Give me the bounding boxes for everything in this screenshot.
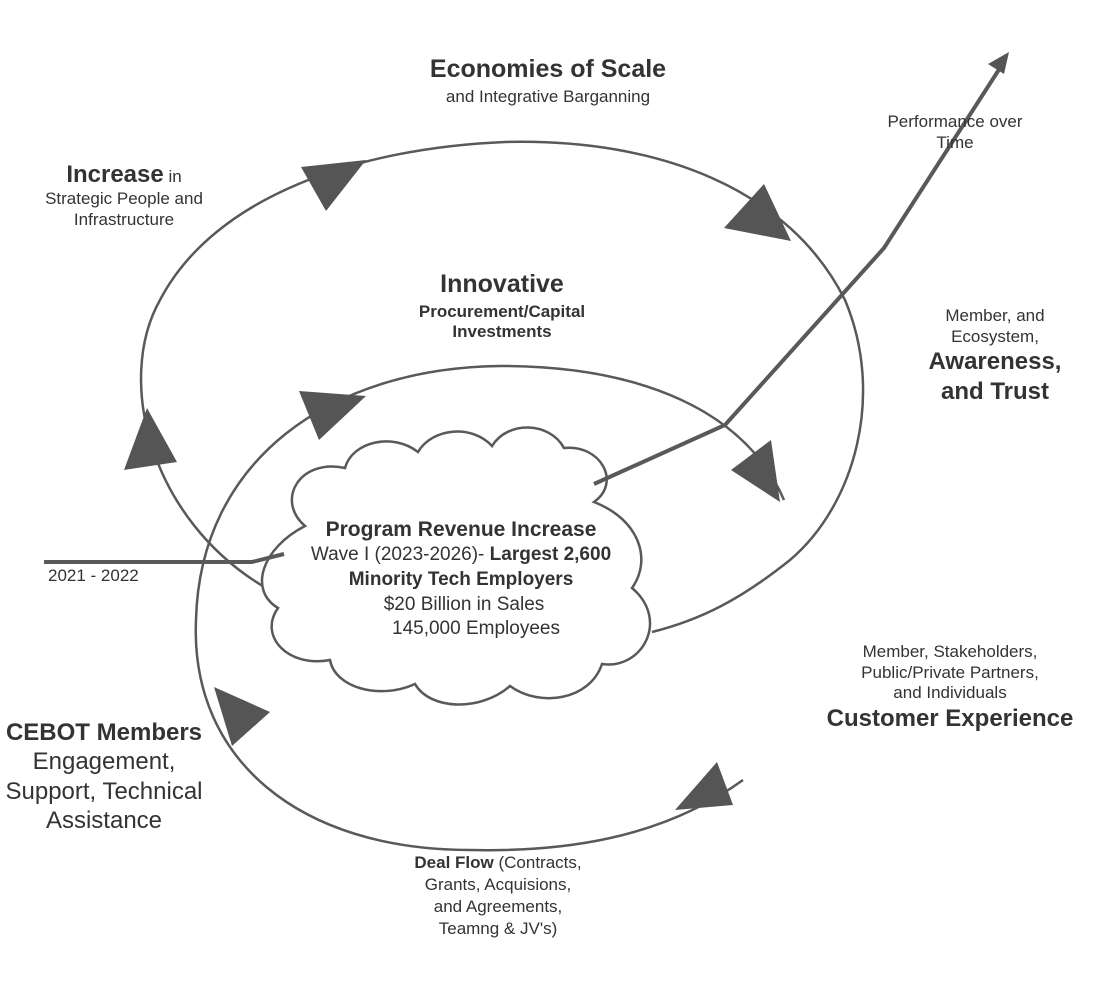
upper-cycle-loop (139, 140, 865, 634)
program-line4: $20 Billion in Sales (383, 593, 545, 615)
arrowhead-lower-left (214, 687, 270, 746)
innovative-line2: Procurement/Capital (418, 301, 586, 321)
dealflow-line4: Teamng & JV's) (438, 919, 558, 939)
performance-line1: Performance over (887, 112, 1023, 131)
awareness-line4: and Trust (940, 377, 1049, 405)
increase-rest: in (163, 167, 182, 186)
customer-experience-label: Member, Stakeholders, Public/Private Par… (812, 642, 1088, 733)
deal-flow-label: Deal Flow (Contracts, Grants, Acquisions… (386, 852, 610, 940)
cebot-members-label: CEBOT Members Engagement, Support, Techn… (0, 718, 212, 835)
awareness-line1: Member, and (945, 306, 1045, 325)
customer-line4: Customer Experience (826, 705, 1074, 733)
arrowhead-upper-left (124, 408, 177, 470)
program-title: Program Revenue Increase (325, 518, 597, 541)
cebot-line4: Assistance (45, 806, 163, 834)
innovative-title: Innovative (440, 270, 564, 298)
timeline-baseline (44, 552, 285, 564)
arrowhead-upper-top-right (724, 184, 791, 241)
performance-arrowhead (988, 52, 1009, 74)
economies-of-scale-label: Economies of Scale and Integrative Barga… (398, 54, 698, 107)
dealflow-rest: (Contracts, (493, 853, 582, 872)
awareness-line3: Awareness, (928, 348, 1062, 376)
program-wave-prefix: Wave I (2023-2026)- (310, 544, 490, 566)
cebot-line3: Support, Technical (5, 777, 203, 805)
arrowhead-upper-top-left (301, 160, 366, 211)
awareness-line2: Ecosystem, (951, 326, 1039, 346)
program-line5: 145,000 Employees (392, 618, 560, 640)
years-text: 2021 - 2022 (48, 566, 139, 585)
performance-line2: Time (936, 132, 974, 152)
dealflow-line3: and Agreements, (433, 897, 563, 917)
economies-title: Economies of Scale (429, 55, 667, 83)
customer-line1: Member, Stakeholders, (862, 642, 1038, 661)
arrowhead-lower-top (299, 391, 366, 440)
arrowhead-lower-bottom-right (675, 762, 733, 810)
customer-line3: and Individuals (893, 683, 1007, 703)
awareness-label: Member, and Ecosystem, Awareness, and Tr… (897, 306, 1093, 406)
performance-label: Performance over Time (860, 112, 1050, 153)
economies-subtitle: and Integrative Barganning (445, 86, 651, 106)
increase-line3: Infrastructure (73, 210, 175, 229)
arrowhead-lower-right (731, 440, 780, 502)
increase-bold: Increase (66, 161, 164, 188)
program-revenue-cloud (260, 426, 652, 706)
increase-line2: Strategic People and (45, 189, 203, 209)
lower-cycle-loop (194, 364, 786, 852)
program-line3: Minority Tech Employers (348, 568, 574, 590)
program-wave-bold: Largest 2,600 (489, 544, 612, 566)
years-label: 2021 - 2022 (48, 566, 139, 587)
dealflow-bold: Deal Flow (414, 853, 494, 872)
program-revenue-label: Program Revenue Increase Wave I (2023-20… (278, 516, 644, 642)
performance-trend-line (593, 66, 1002, 486)
cebot-line2: Engagement, (32, 748, 176, 776)
increase-label: Increase in Strategic People and Infrast… (24, 160, 224, 231)
innovative-label: Innovative Procurement/Capital Investmen… (382, 269, 622, 343)
cebot-title: CEBOT Members (5, 719, 203, 746)
customer-line2: Public/Private Partners, (861, 662, 1039, 682)
dealflow-line2: Grants, Acquisions, (424, 875, 572, 895)
innovative-line3: Investments (452, 322, 552, 342)
